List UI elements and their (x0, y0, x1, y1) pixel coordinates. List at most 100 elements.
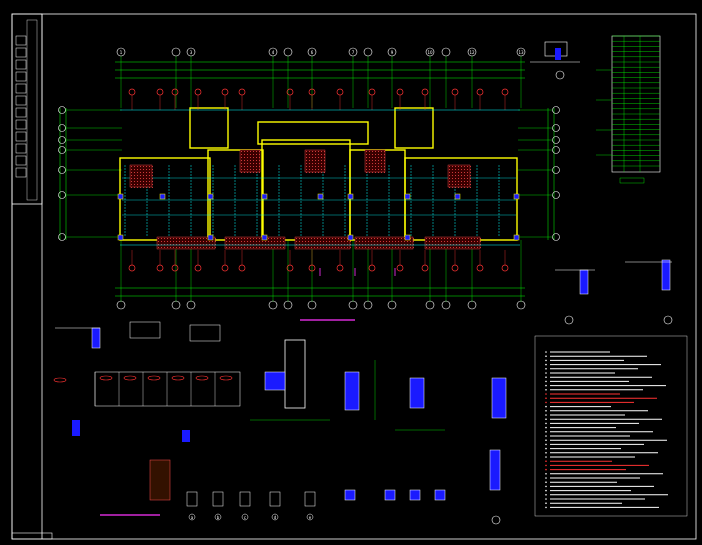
hatch-dot (259, 151, 260, 152)
hatch-dot (344, 247, 345, 248)
hatch-dot (226, 238, 227, 239)
hatch-dot (215, 238, 216, 239)
hatch-dot (259, 169, 260, 170)
hatch-zone (364, 149, 386, 173)
column-square (207, 234, 214, 241)
hatch-dot (268, 247, 269, 248)
hatch-dot (407, 247, 408, 248)
hatch-dot (140, 178, 141, 179)
hatch-dot (315, 169, 316, 170)
hatch-dot (470, 166, 471, 167)
hatch-dot (383, 238, 384, 239)
hatch-dot (315, 151, 316, 152)
rebar-oval (219, 375, 233, 381)
hatch-dot (134, 169, 135, 170)
hatch-dot (191, 241, 192, 242)
axis-bubble-bottom (516, 300, 526, 310)
hatch-dot (250, 169, 251, 170)
hatch-dot (309, 157, 310, 158)
section-column (264, 371, 286, 391)
hatch-dot (359, 247, 360, 248)
hatch-dot (470, 181, 471, 182)
hatch-dot (470, 172, 471, 173)
hatch-dot (164, 247, 165, 248)
hatch-dot (200, 238, 201, 239)
hatch-dot (324, 160, 325, 161)
hatch-dot (372, 163, 373, 164)
column-square (261, 234, 268, 241)
hatch-dot (226, 247, 227, 248)
hatch-dot (308, 241, 309, 242)
hatch-dot (194, 241, 195, 242)
hatch-dot (461, 169, 462, 170)
hatch-dot (152, 172, 153, 173)
hatch-dot (312, 154, 313, 155)
hatch-dot (274, 247, 275, 248)
hatch-dot (274, 238, 275, 239)
hatch-dot (250, 163, 251, 164)
hatch-dot (256, 247, 257, 248)
axis-bubble-top (307, 47, 317, 57)
hatch-dot (167, 238, 168, 239)
axis-bubble-top (348, 47, 358, 57)
hatch-dot (137, 181, 138, 182)
detail-box (189, 324, 221, 342)
hatch-dot (444, 247, 445, 248)
hatch-dot (401, 238, 402, 239)
hatch-dot (465, 247, 466, 248)
hatch-dot (209, 241, 210, 242)
note-bullet (545, 410, 547, 412)
axis-label-top: 7 (352, 50, 355, 55)
hatch-dot (453, 238, 454, 239)
note-bullet (545, 368, 547, 370)
hatch-dot (179, 238, 180, 239)
hatch-dot (247, 169, 248, 170)
hatch-dot (375, 154, 376, 155)
hatch-dot (395, 238, 396, 239)
column-square (404, 193, 411, 200)
hatch-dot (306, 160, 307, 161)
section-bubble (214, 513, 222, 521)
hatch-dot (253, 160, 254, 161)
hatch-dot (244, 247, 245, 248)
hatch-dot (259, 157, 260, 158)
hatch-dot (378, 163, 379, 164)
hatch-dot (212, 241, 213, 242)
hatch-dot (277, 247, 278, 248)
axis-label-top: 13 (518, 50, 524, 55)
foundation-hatch (149, 459, 171, 501)
hatch-dot (158, 241, 159, 242)
hatch-dot (464, 187, 465, 188)
hatch-dot (326, 241, 327, 242)
hatch-dot (229, 247, 230, 248)
hatch-dot (368, 241, 369, 242)
hatch-dot (324, 169, 325, 170)
axis-bubble-right (552, 124, 560, 132)
note-bullet (545, 443, 547, 446)
title-cell (15, 83, 27, 94)
hatch-dot (259, 154, 260, 155)
hatch-dot (140, 187, 141, 188)
hatch-dot (458, 181, 459, 182)
hatch-dot (253, 238, 254, 239)
hatch-dot (458, 178, 459, 179)
hatch-dot (449, 184, 450, 185)
hatch-dot (134, 166, 135, 167)
hatch-dot (464, 175, 465, 176)
hatch-dot (256, 166, 257, 167)
hatch-dot (321, 157, 322, 158)
hatch-dot (137, 178, 138, 179)
hatch-dot (318, 151, 319, 152)
section-mark: c (244, 515, 246, 520)
hatch-dot (241, 166, 242, 167)
general-notes-block (534, 335, 688, 517)
note-bullet (545, 351, 547, 353)
hatch-dot (471, 247, 472, 248)
hatch-dot (131, 187, 132, 188)
hatch-dot (253, 154, 254, 155)
bottom-middle-sections (250, 339, 507, 525)
hatch-dot (235, 238, 236, 239)
hatch-dot (134, 175, 135, 176)
hatch-dot (253, 169, 254, 170)
